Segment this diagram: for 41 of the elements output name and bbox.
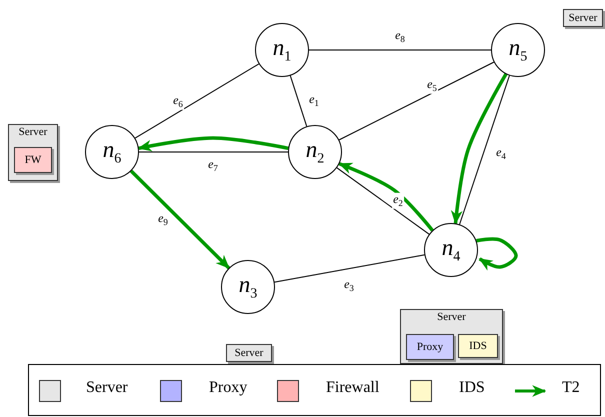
box-label: IDS (469, 340, 487, 352)
component-box (14, 147, 52, 173)
link-line (134, 63, 260, 139)
link-line (274, 254, 425, 283)
box-label: Server (568, 12, 598, 24)
box-label: FW (24, 154, 42, 166)
flow-arrow (130, 170, 230, 270)
node-circle (255, 23, 309, 77)
node-label: n$_{6}$ (102, 136, 122, 168)
server-box (563, 9, 603, 27)
component-box (406, 334, 454, 360)
node-label: n$_{3}$ (238, 272, 258, 302)
legend-label: Firewall (326, 379, 380, 397)
link-line (290, 75, 308, 127)
flow-arrow (450, 73, 508, 225)
box-label: Server (234, 347, 264, 359)
server-box (8, 124, 58, 181)
legend-label: Server (86, 379, 128, 397)
box-label: Server (436, 311, 467, 323)
node-circle (221, 260, 275, 314)
node-circle (288, 125, 342, 179)
server-box (226, 344, 272, 362)
node-label: n$_{1}$ (272, 34, 292, 66)
flow-arrow (476, 237, 518, 271)
node-label: n$_{5}$ (508, 34, 528, 66)
link-line (338, 62, 494, 140)
edge-label: e$_{2}$ (392, 192, 404, 210)
node-circle (424, 223, 478, 277)
node-label: n$_{2}$ (306, 136, 324, 168)
legend-label: Proxy (209, 379, 248, 397)
node-circle (85, 125, 139, 179)
node-circle (491, 23, 545, 77)
legend-label: IDS (459, 379, 485, 397)
component-box (458, 334, 498, 358)
flow-arrow (138, 136, 289, 152)
box-label: Server (18, 126, 48, 138)
legend-label: T2 (562, 379, 580, 397)
node-label: n$_{4}$ (442, 234, 460, 266)
link-line (459, 75, 510, 225)
server-box (400, 309, 503, 364)
box-label: Proxy (416, 341, 444, 353)
